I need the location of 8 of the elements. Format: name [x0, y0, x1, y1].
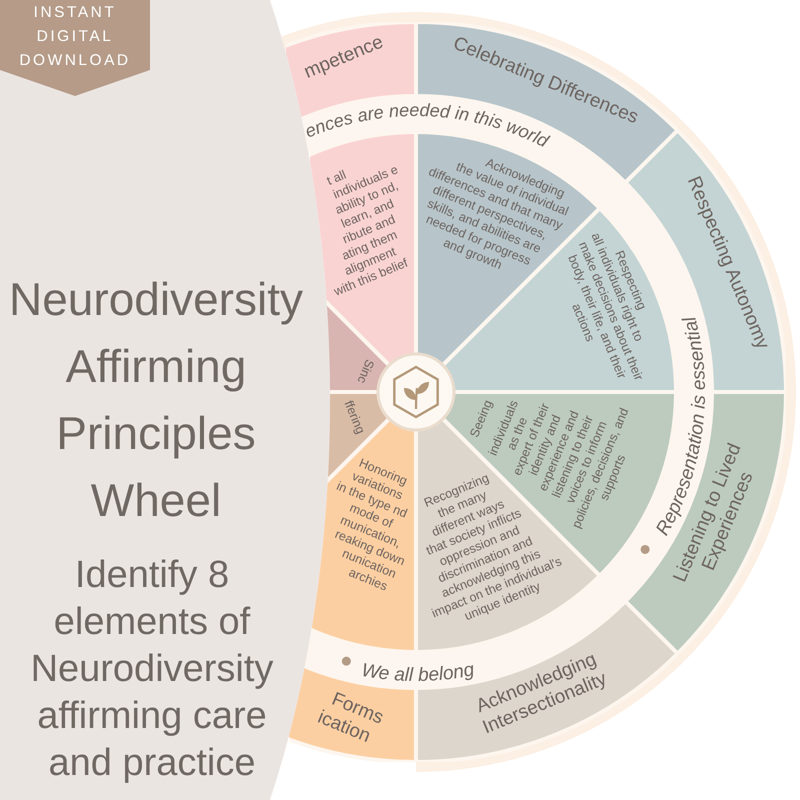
title: Neurodiversity Affirming Principles Wheel: [9, 273, 303, 526]
subtitle: Identify 8 elements of Neurodiversity affirming care and practice: [30, 554, 274, 784]
ring-label: ences are needed in this world: [302, 100, 552, 152]
segment-description: ffering: [342, 398, 368, 436]
ring-label: We all belong: [360, 659, 476, 686]
banner-text: INSTANT DIGITAL DOWNLOAD: [19, 4, 131, 69]
segment-description: Sinc: [355, 357, 378, 386]
corner-banner: [0, 0, 150, 96]
